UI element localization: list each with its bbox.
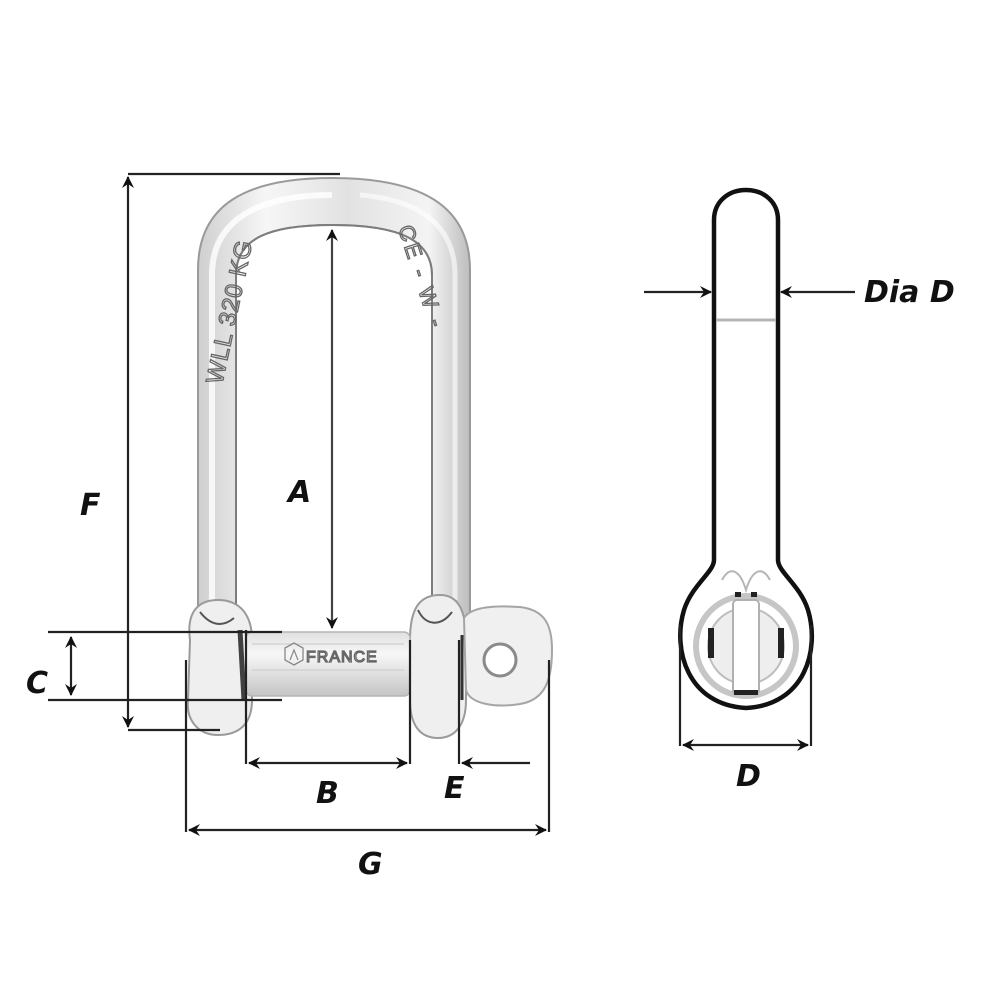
shackle-front-view: FRANCE WLL 320 KG CE - W - bbox=[186, 176, 554, 740]
pin-marking-text: FRANCE bbox=[306, 649, 378, 666]
dim-label-c: C bbox=[26, 666, 48, 701]
pin-logo-icon bbox=[284, 642, 304, 666]
front-dimensions bbox=[48, 172, 551, 836]
dim-label-f: F bbox=[80, 488, 101, 523]
dim-label-d: D bbox=[736, 759, 761, 794]
shackle-right-lug bbox=[409, 593, 467, 740]
dim-label-dia-d: Dia D bbox=[864, 275, 955, 310]
side-dimensions bbox=[644, 286, 855, 751]
pin-head-hole bbox=[482, 642, 518, 678]
dim-label-a: A bbox=[286, 475, 311, 510]
dim-label-g: G bbox=[358, 847, 383, 882]
dim-label-b: B bbox=[316, 776, 339, 811]
dim-label-e: E bbox=[444, 771, 465, 806]
shackle-side-view bbox=[678, 187, 815, 711]
